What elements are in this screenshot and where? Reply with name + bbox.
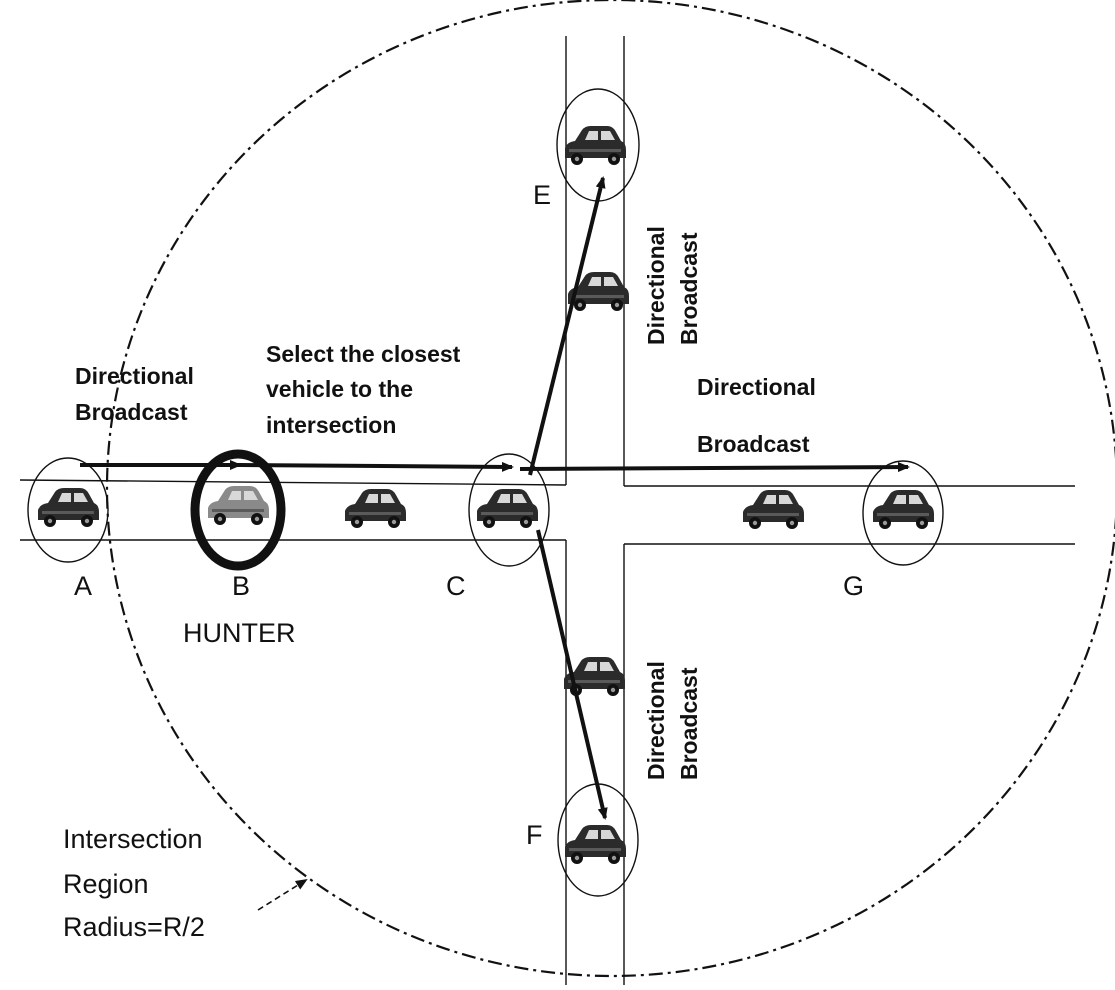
vehicle-label-b: B	[232, 571, 250, 601]
label-line: Broadcast	[676, 667, 702, 780]
arrow-c-to-g	[519, 462, 910, 473]
road-edge	[19, 479, 567, 486]
label-line: Broadcast	[75, 399, 188, 425]
label-line: Broadcast	[676, 232, 702, 345]
arrow-b-to-c	[239, 461, 514, 472]
label-line: Directional	[643, 226, 669, 345]
label-directional-broadcast-right: Directional Broadcast	[697, 374, 822, 457]
label-directional-broadcast-vertical-bottom: Directional Broadcast	[643, 655, 702, 780]
range-circle-a	[27, 457, 109, 563]
label-directional-broadcast-vertical-top: Directional Broadcast	[643, 220, 702, 345]
intersection-region-boundary	[106, 0, 1115, 977]
vehicle-label-f: F	[526, 820, 543, 850]
car-icon-b-hunter	[208, 486, 269, 525]
label-line: Region	[63, 869, 149, 899]
label-line: intersection	[266, 412, 396, 438]
intersection-region-note: Intersection Region Radius=R/2	[63, 824, 210, 942]
vehicle-label-g: G	[843, 571, 864, 601]
hunter-circle	[190, 449, 286, 571]
car-icon-c	[477, 489, 538, 528]
label-directional-broadcast-left: Directional Broadcast	[75, 363, 200, 425]
label-line: Radius=R/2	[63, 912, 205, 942]
vehicles	[38, 126, 934, 864]
range-circle-c	[468, 453, 550, 567]
broadcast-arrows	[80, 176, 910, 820]
region-pointer	[257, 878, 308, 911]
range-circle-g	[862, 460, 944, 566]
car-icon-f	[565, 825, 626, 864]
label-line: Directional	[697, 374, 816, 400]
label-line: vehicle to the	[266, 376, 413, 402]
label-line: Broadcast	[697, 431, 810, 457]
car-icon-e	[565, 126, 626, 165]
label-line: Directional	[643, 661, 669, 780]
arrow-c-to-e	[528, 176, 606, 476]
hunter-label: HUNTER	[183, 618, 296, 648]
label-line: Intersection	[63, 824, 203, 854]
label-select-closest: Select the closest vehicle to the inters…	[266, 341, 467, 438]
vehicle-label-e: E	[533, 180, 551, 210]
range-circles	[27, 88, 944, 897]
arrow-c-to-f	[536, 529, 608, 820]
car-icon-between-b-c	[345, 489, 406, 528]
car-icon-between-c-g	[743, 490, 804, 529]
vehicle-label-c: C	[446, 571, 466, 601]
car-icon-a	[38, 488, 99, 527]
label-line: Select the closest	[266, 341, 461, 367]
vehicle-label-a: A	[74, 571, 92, 601]
label-line: Directional	[75, 363, 194, 389]
car-icon-g	[873, 490, 934, 529]
